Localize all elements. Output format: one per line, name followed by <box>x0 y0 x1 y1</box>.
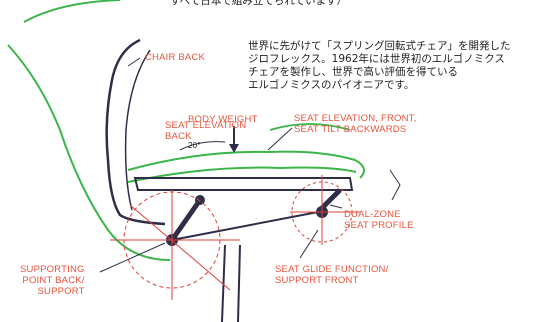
body-weight-arrow-head <box>229 144 239 153</box>
label-line: SUPPORT FRONT <box>275 275 359 286</box>
dual-zone-bracket <box>389 169 401 201</box>
label-line: BACK <box>165 131 192 142</box>
dimension-label: 20° <box>188 141 201 150</box>
label-line: SEAT ELEVATION, FRONT, <box>294 113 417 124</box>
chair-back-inner <box>124 49 151 211</box>
label-seat-glide: SEAT GLIDE FUNCTION/ SUPPORT FRONT <box>275 264 388 286</box>
label-line: SEAT GLIDE FUNCTION/ <box>275 264 389 275</box>
label-seat-elevation-back: SEAT ELEVATION BACK <box>165 120 246 142</box>
dimension-arc <box>179 141 226 151</box>
label-line: SEAT ELEVATION <box>165 120 247 131</box>
seat-green-lower <box>127 166 357 183</box>
column-2 <box>237 244 241 322</box>
label-line: SEAT PROFILE <box>344 220 414 231</box>
label-dual-zone: DUAL-ZONE SEAT PROFILE <box>344 209 414 231</box>
label-seat-elevation-front: SEAT ELEVATION, FRONT, SEAT TILT BACKWAR… <box>294 113 416 135</box>
column <box>221 244 226 322</box>
description-line: ジロフレックス。1962年には世界初のエルゴノミクス <box>248 53 505 65</box>
leader-seat-front <box>267 127 293 151</box>
label-line: POINT BACK/ <box>22 275 85 286</box>
seat-green-upper <box>127 150 365 179</box>
link-arm-back <box>169 198 203 242</box>
leader-glide <box>299 229 319 259</box>
label-supporting-point: SUPPORTING POINT BACK/ SUPPORT <box>20 264 85 297</box>
label-line: SUPPORT <box>37 286 85 297</box>
description-line: 世界に先がけて「スプリング回転式チェア」を開発した <box>248 40 511 52</box>
leader-support <box>99 242 166 273</box>
label-line: DUAL-ZONE <box>344 209 401 220</box>
description-block: 世界に先がけて「スプリング回転式チェア」を開発した ジロフレックス。1962年に… <box>248 40 511 92</box>
pivot-top <box>195 195 205 205</box>
leader-dual-zone <box>329 204 343 209</box>
leader-chair-back <box>127 57 141 67</box>
description-line: エルゴノミクスのパイオニアです。 <box>248 79 415 91</box>
guide-line-3 <box>129 204 231 291</box>
label-chair-back: CHAIR BACK <box>145 52 206 63</box>
label-line: SEAT TILT BACKWARDS <box>294 124 407 135</box>
seat-ink-plate <box>133 177 354 191</box>
top-arc-stroke <box>23 0 121 23</box>
label-body-weight: BODY WEIGHT <box>188 114 258 125</box>
chair-back-outline <box>105 38 166 226</box>
seat-green-tilt <box>269 123 351 131</box>
chair-back-green <box>7 44 171 261</box>
label-line: SUPPORTING <box>20 264 85 275</box>
link-bar <box>171 211 319 241</box>
description-line: チェアを製作し、世界で高い評価を得ている <box>248 66 458 78</box>
top-caption: すべて日本で組み立てられています） <box>170 0 348 7</box>
